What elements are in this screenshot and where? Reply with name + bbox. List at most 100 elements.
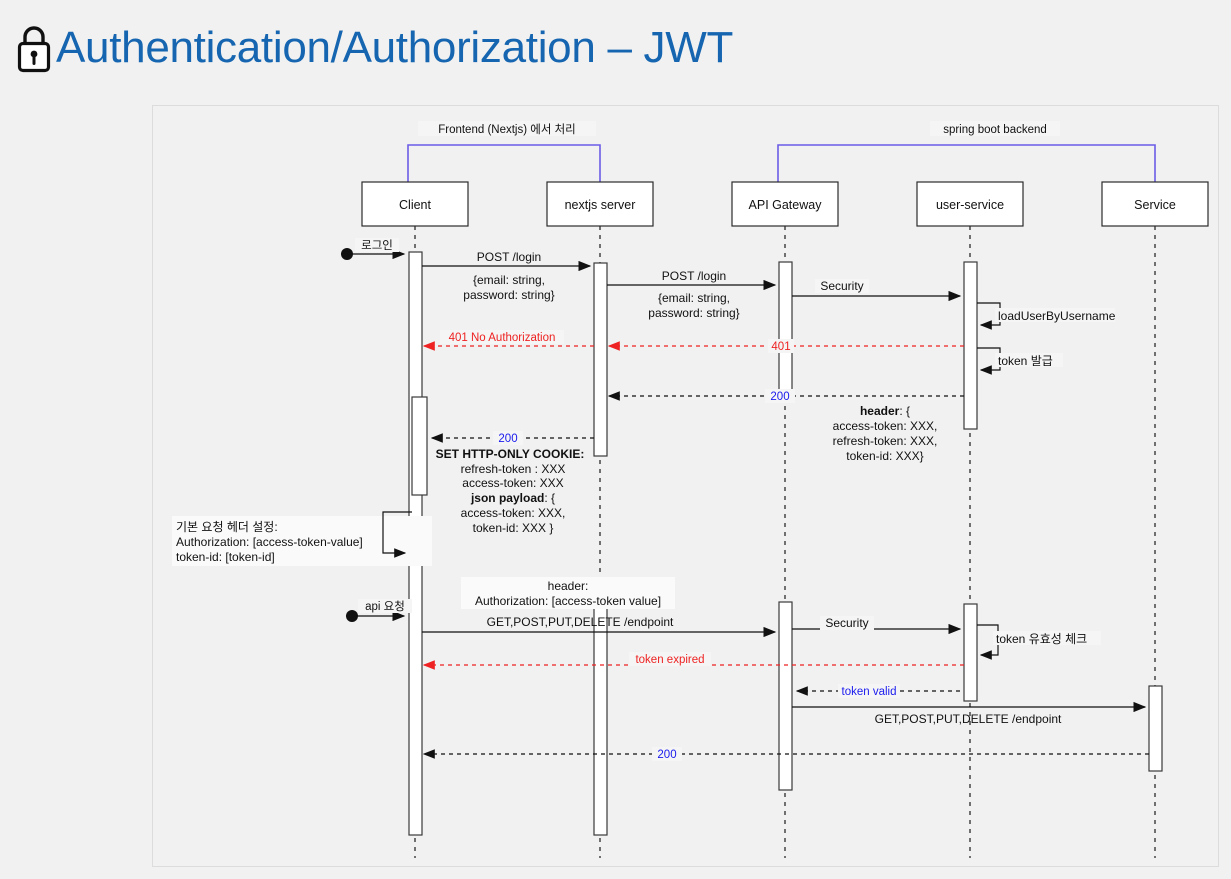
activation-userservice-login — [963, 261, 978, 430]
actor-dot-api — [346, 610, 358, 622]
message-label-200-final: 200 — [657, 749, 676, 761]
message-post-login-client: POST /login {email: string, password: st… — [422, 250, 592, 302]
200-client-label-bg — [493, 431, 523, 445]
note-request-header: 기본 요청 헤더 설정: Authorization: [access-toke… — [172, 511, 432, 566]
participant-nextjs-label: nextjs server — [565, 198, 636, 212]
message-label-token-validity: token 유효성 체크 — [996, 632, 1087, 646]
message-label-security-api: Security — [825, 616, 868, 630]
group-backend: spring boot backend — [777, 121, 1156, 200]
frontend-bracket — [407, 144, 601, 200]
backend-bracket — [777, 144, 1156, 200]
api-header-line2: Authorization: [access-token value] — [475, 594, 661, 608]
participant-gateway-label: API Gateway — [749, 198, 823, 212]
token-issue-label-bg — [995, 353, 1063, 367]
200-backend-label-bg — [765, 389, 795, 403]
cookie-note-line4: json payload: { — [470, 491, 555, 505]
message-label-api-endpoint-2: GET,POST,PUT,DELETE /endpoint — [875, 712, 1062, 726]
message-label-post-login-2: POST /login — [662, 269, 726, 283]
participant-gateway[interactable]: API Gateway — [731, 181, 839, 227]
participant-nextjs[interactable]: nextjs server — [546, 181, 654, 227]
participant-client-label: Client — [399, 198, 431, 212]
diagram-frame — [152, 105, 1219, 867]
api-label-bg — [358, 599, 412, 613]
request-header-line2: Authorization: [access-token-value] — [176, 535, 363, 549]
cookie-note-line2: refresh-token : XXX — [461, 462, 566, 476]
token-validity-label-bg — [993, 631, 1101, 645]
message-load-user: loadUserByUsername — [977, 302, 1116, 330]
participant-userservice-box[interactable] — [916, 181, 1024, 227]
message-label-token-issue: token 발급 — [998, 354, 1053, 368]
participant-client-box[interactable] — [361, 181, 469, 227]
token-expired-label-bg — [629, 652, 711, 666]
frontend-label-bg — [418, 121, 596, 136]
message-security-api: Security — [792, 616, 962, 635]
participant-client[interactable]: Client — [361, 181, 469, 227]
activation-nextjs-login — [593, 262, 608, 457]
activation-gateway-login — [778, 261, 793, 397]
message-200-final: 200 — [422, 747, 1149, 761]
message-login-entry: 로그인 — [341, 238, 406, 260]
message-label-load-user: loadUserByUsername — [998, 309, 1116, 323]
group-label-frontend: Frontend (Nextjs) 에서 처리 — [438, 123, 576, 136]
401-no-auth-label-bg — [440, 330, 564, 344]
participant-gateway-box[interactable] — [731, 181, 839, 227]
200-final-label-bg — [652, 747, 682, 761]
message-sublabel-post-login-1a: {email: string, — [473, 273, 545, 287]
request-header-note-bg — [172, 516, 432, 566]
message-label-200-backend: 200 — [770, 391, 789, 403]
message-api-endpoint-service: GET,POST,PUT,DELETE /endpoint — [792, 701, 1147, 726]
message-label-401-no-auth: 401 No Authorization — [449, 332, 556, 344]
message-sublabel-post-login-2b: password: string} — [648, 306, 739, 320]
page-header: Authentication/Authorization – JWT — [0, 0, 1231, 95]
security-label-bg — [815, 279, 869, 293]
message-401-backend: 401 — [607, 339, 964, 353]
participant-service[interactable]: Service — [1101, 181, 1209, 227]
message-token-expired: token expired — [422, 652, 964, 670]
token-valid-label-bg — [838, 684, 900, 698]
group-label-backend: spring boot backend — [943, 124, 1047, 136]
message-200-backend: 200 header: { access-token: XXX, refresh… — [607, 389, 964, 463]
api-header-note-bg — [461, 577, 675, 609]
message-post-login-gateway: POST /login {email: string, password: st… — [607, 269, 777, 320]
message-label-401: 401 — [771, 341, 790, 353]
message-label-post-login-1: POST /login — [477, 250, 541, 264]
message-label-token-valid: token valid — [842, 686, 897, 698]
header-payload-line4: token-id: XXX} — [846, 449, 923, 463]
message-200-client: 200 SET HTTP-ONLY COOKIE: refresh-token … — [430, 431, 594, 535]
cookie-note-line5: access-token: XXX, — [461, 506, 566, 520]
message-security-login: Security — [792, 279, 962, 302]
message-token-valid: token valid — [795, 684, 960, 698]
actor-dot-login — [341, 248, 353, 260]
message-label-api-endpoint-1: GET,POST,PUT,DELETE /endpoint — [487, 615, 674, 629]
lock-icon — [17, 25, 51, 72]
message-token-validity: token 유효성 체크 — [977, 624, 1101, 660]
activation-client-cookie — [411, 396, 428, 496]
participant-service-label: Service — [1134, 198, 1176, 212]
message-sublabel-post-login-2a: {email: string, — [658, 291, 730, 305]
participant-userservice[interactable]: user-service — [916, 181, 1024, 227]
message-api-entry: api 요청 — [346, 599, 412, 622]
arrow-request-header-hook — [382, 511, 412, 558]
participant-nextjs-box[interactable] — [546, 181, 654, 227]
message-sublabel-post-login-1b: password: string} — [463, 288, 554, 302]
message-401-no-auth: 401 No Authorization — [422, 330, 594, 351]
activation-nextjs-api — [593, 599, 608, 836]
backend-label-bg — [930, 121, 1060, 136]
401-label-bg — [768, 339, 794, 353]
load-user-label-bg — [995, 308, 1115, 322]
cookie-note-line3: access-token: XXX — [462, 476, 563, 490]
message-label-token-expired: token expired — [635, 654, 704, 666]
cookie-note-line6: token-id: XXX } — [473, 521, 554, 535]
header-payload-line1: header: { — [860, 404, 910, 418]
security-api-label-bg — [820, 616, 874, 630]
login-label-bg — [355, 238, 399, 252]
message-label-200-client: 200 — [498, 433, 517, 445]
message-label-login: 로그인 — [361, 239, 393, 252]
message-label-security-login: Security — [820, 279, 863, 293]
message-token-issue: token 발급 — [977, 347, 1063, 375]
cookie-note-line1: SET HTTP-ONLY COOKIE: — [436, 447, 585, 461]
note-api-header: header: Authorization: [access-token val… — [461, 577, 675, 609]
participant-service-box[interactable] — [1101, 181, 1209, 227]
